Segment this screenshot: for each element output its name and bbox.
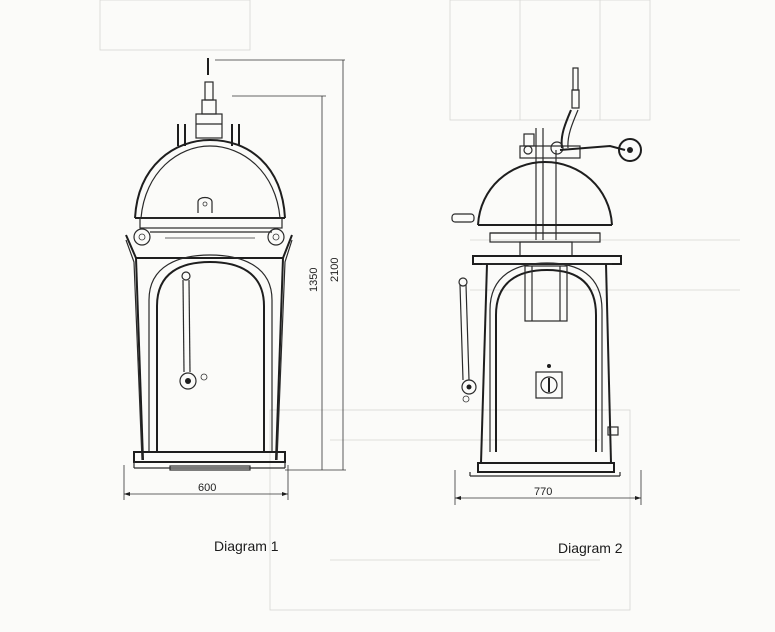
diagram-1-machine bbox=[125, 58, 293, 471]
diagram-1-width-dimension: 600 bbox=[198, 482, 216, 494]
diagram-1-dimensions bbox=[123, 59, 346, 500]
diagram-2-dimensions bbox=[454, 470, 642, 505]
diagram-1-caption: Diagram 1 bbox=[214, 538, 279, 554]
diagram-2-machine bbox=[451, 67, 642, 477]
diagram-1-height-dimension-2100: 2100 bbox=[329, 258, 341, 282]
diagram-2-width-dimension: 770 bbox=[534, 486, 552, 498]
diagram-1-height-dimension-1350: 1350 bbox=[308, 268, 320, 292]
background-ghost-lines bbox=[99, 0, 740, 611]
diagram-2-caption: Diagram 2 bbox=[558, 540, 623, 556]
